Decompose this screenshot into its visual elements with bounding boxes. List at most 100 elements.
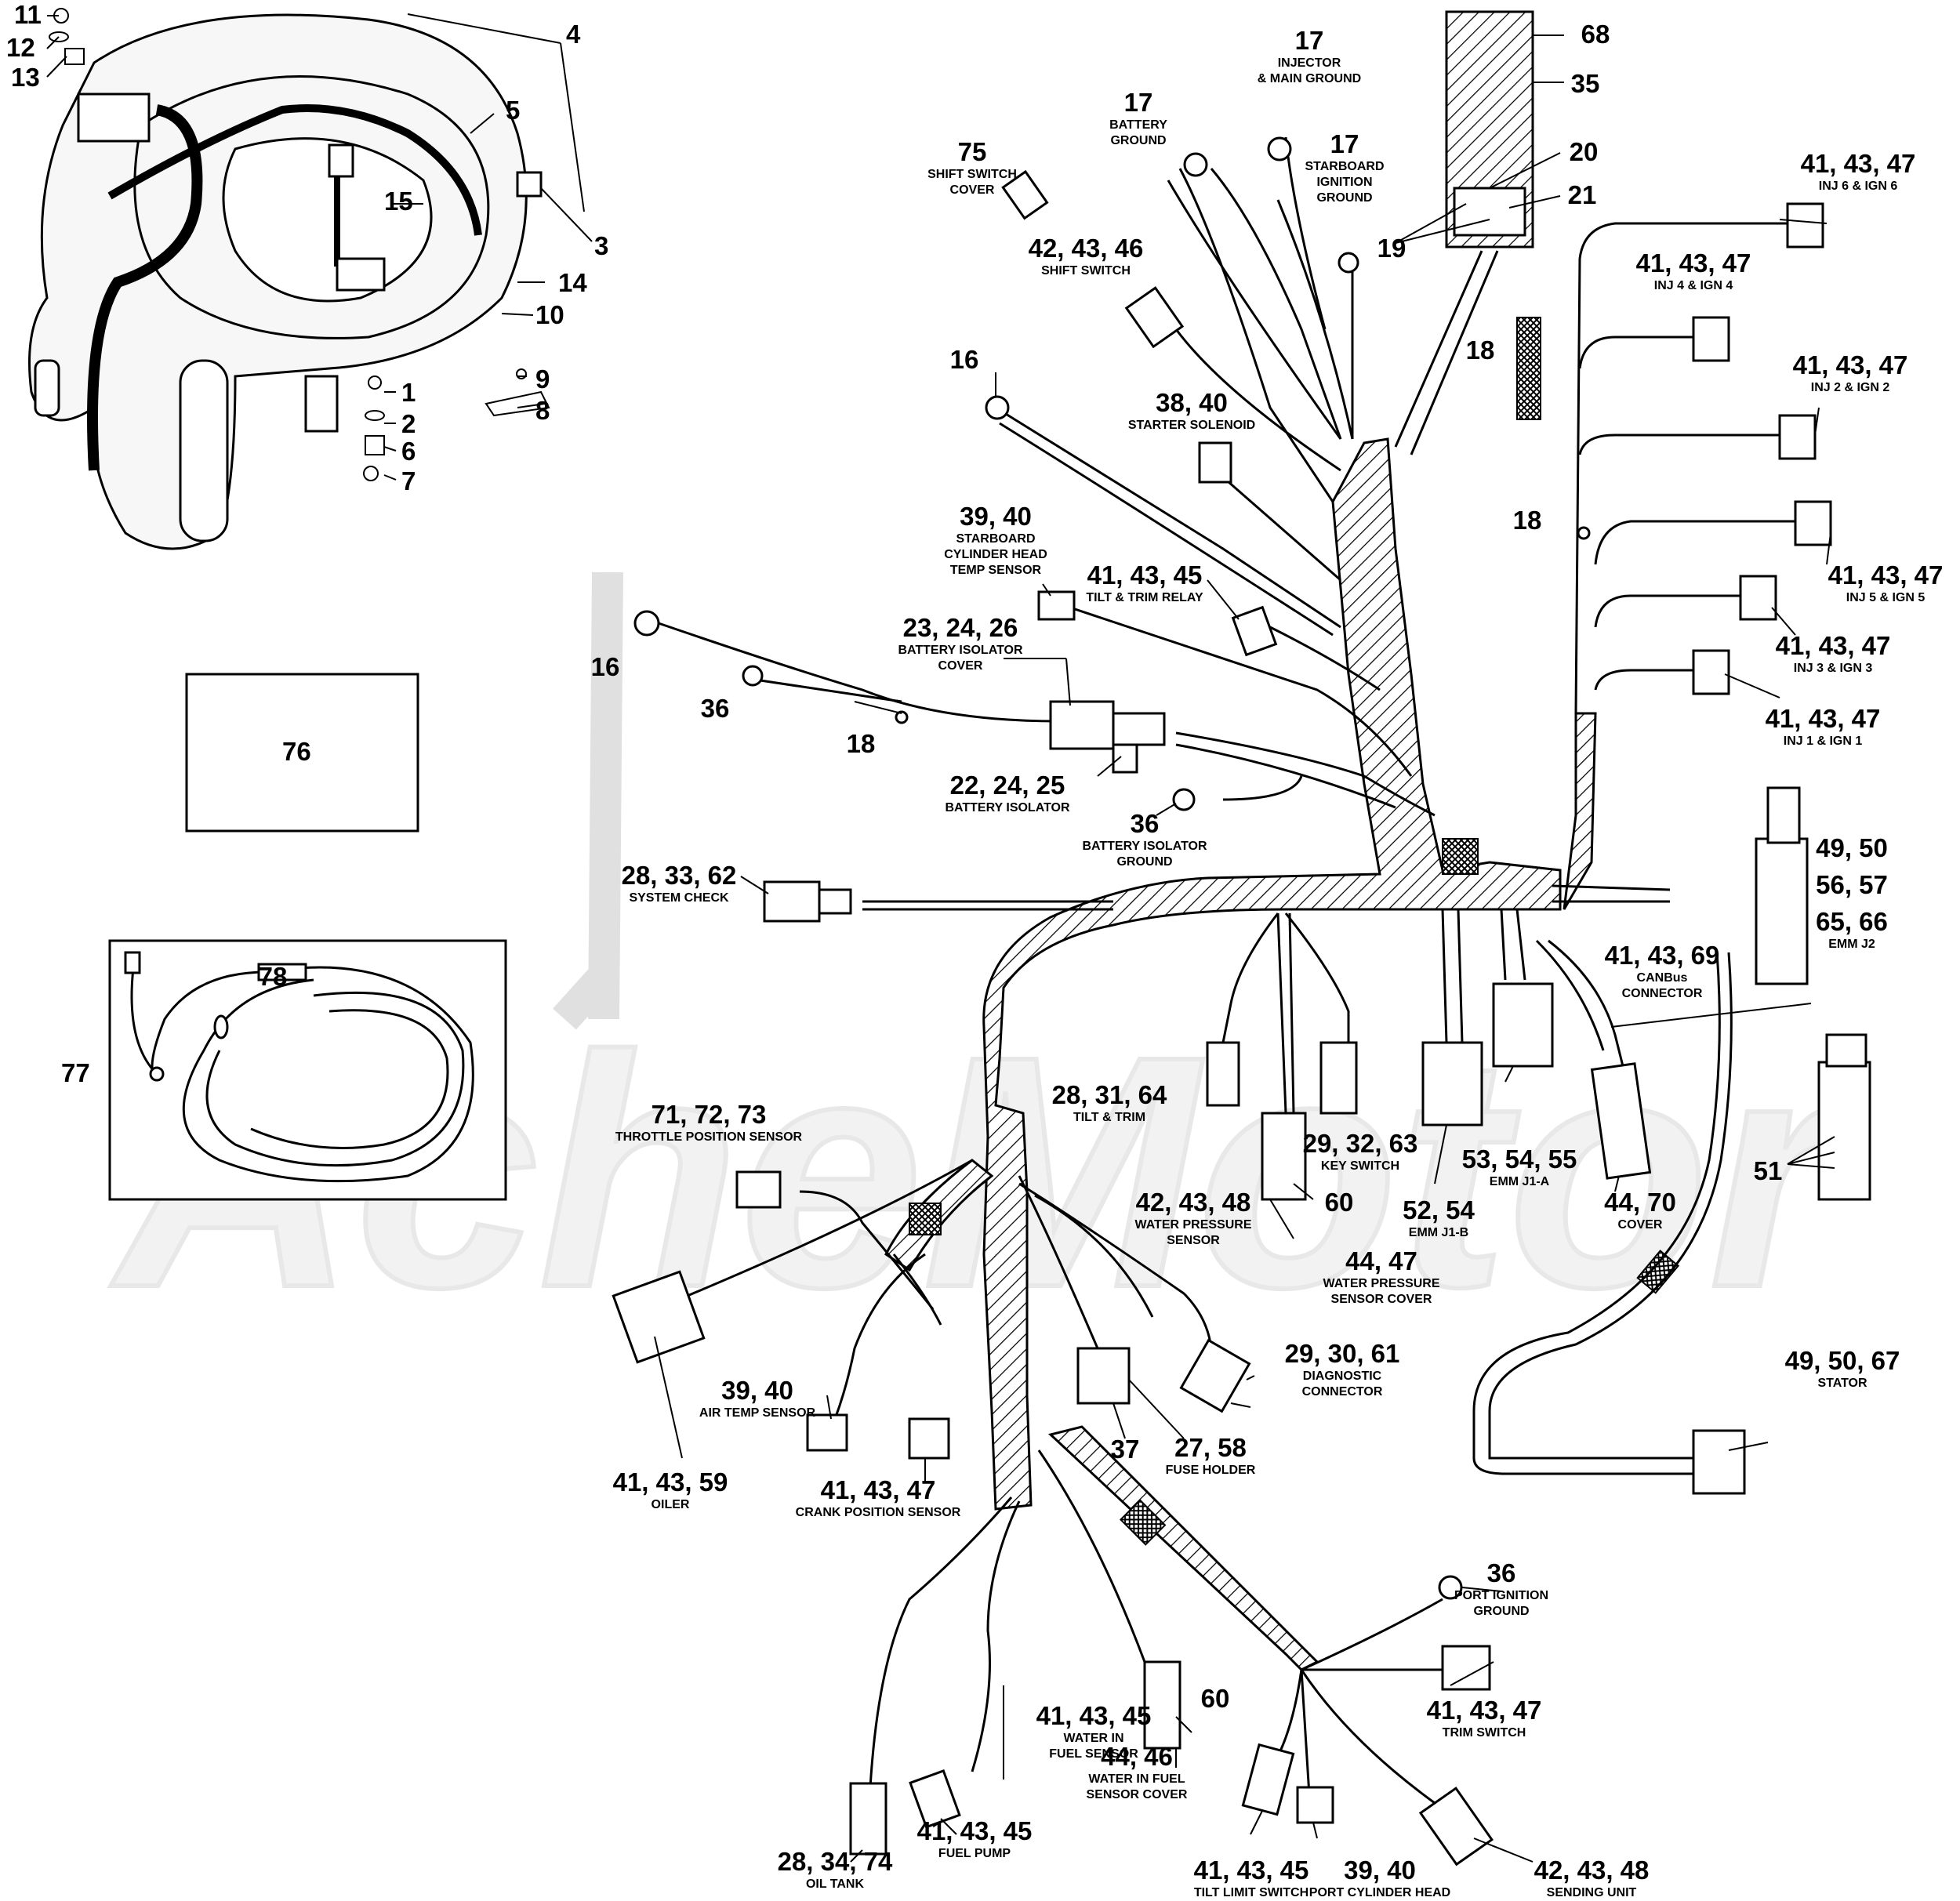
callout-c20: 20: [1570, 137, 1599, 166]
callout-number: 39, 40: [721, 1376, 793, 1405]
callout-number: 16: [950, 345, 979, 374]
callout-number: 52, 54: [1403, 1195, 1475, 1224]
callout-description: PORT IGNITION: [1454, 1589, 1548, 1602]
callout-number: 41, 43, 47: [821, 1475, 936, 1504]
callout-number: 51: [1754, 1156, 1783, 1185]
callout-c14: 14: [558, 268, 587, 297]
callout-c36a: 36: [701, 694, 730, 723]
callout-description: DIAGNOSTIC: [1303, 1370, 1382, 1383]
decal-box: [185, 673, 419, 833]
callout-description: INJECTOR: [1278, 56, 1341, 70]
callout-c35: 35: [1571, 69, 1600, 98]
callout-number: 27, 58: [1174, 1433, 1247, 1462]
overview-leader-lines: [46, 13, 593, 481]
callout-c7: 7: [401, 466, 416, 495]
callout-number: 22, 24, 25: [950, 771, 1065, 800]
callout-number: 56, 57: [1816, 870, 1888, 899]
callout-number: 68: [1581, 20, 1610, 49]
callout-description: BATTERY: [1109, 118, 1167, 132]
callout-leader-lines: [654, 34, 1835, 1863]
callout-number: 20: [1570, 137, 1599, 166]
callout-number: 44, 70: [1604, 1188, 1676, 1217]
callout-description: BATTERY ISOLATOR: [1082, 840, 1207, 853]
callout-description: INJ 2 & IGN 2: [1811, 381, 1890, 394]
callout-c11: 11: [14, 0, 42, 29]
callout-number: 4: [566, 20, 581, 49]
callout-description: COVER: [1618, 1218, 1663, 1232]
callout-description: SENSOR: [1167, 1234, 1220, 1247]
callout-c21: 21: [1568, 180, 1597, 209]
callout-c10: 10: [535, 300, 564, 329]
callout-number: 17: [1124, 88, 1153, 117]
callout-description: WATER PRESSURE: [1323, 1277, 1439, 1290]
callout-description: SENSOR COVER: [1087, 1788, 1188, 1801]
callout-number: 41, 43, 59: [613, 1467, 728, 1496]
callout-number: 41, 43, 47: [1801, 149, 1916, 178]
callout-c8: 8: [535, 396, 550, 425]
callout-c16a: 16: [950, 345, 979, 374]
callout-number: 14: [558, 268, 587, 297]
callout-number: 78: [259, 962, 288, 991]
callout-number: 10: [535, 300, 564, 329]
callout-number: 36: [1131, 809, 1160, 838]
callout-description: WATER PRESSURE: [1134, 1218, 1251, 1232]
callout-description: CYLINDER HEAD: [944, 548, 1047, 561]
callout-number: 8: [535, 396, 550, 425]
callout-description: SYSTEM CHECK: [629, 891, 729, 905]
callout-description: BATTERY ISOLATOR: [945, 801, 1070, 814]
callout-description: COVER: [950, 183, 995, 197]
callout-description: FUEL PUMP: [938, 1847, 1011, 1860]
callout-number: 41, 43, 69: [1605, 941, 1720, 970]
callout-number: 38, 40: [1156, 388, 1228, 417]
callout-description: TILT & TRIM RELAY: [1086, 591, 1203, 604]
callout-number: 2: [401, 409, 416, 438]
callout-description: INJ 6 & IGN 6: [1819, 180, 1898, 193]
callout-c9: 9: [535, 365, 550, 394]
callout-number: 12: [6, 33, 35, 62]
callout-description: FUEL SENSOR: [1049, 1747, 1138, 1761]
callout-description: WATER IN: [1063, 1732, 1123, 1745]
callout-description: INJ 3 & IGN 3: [1794, 662, 1873, 675]
callout-description: GROUND: [1116, 855, 1172, 869]
callout-c6: 6: [401, 437, 416, 466]
callout-number: 49, 50, 67: [1785, 1346, 1900, 1375]
callout-number: 60: [1201, 1684, 1230, 1713]
callout-description: INJ 4 & IGN 4: [1654, 279, 1733, 292]
callout-number: 5: [506, 96, 520, 125]
callout-number: 28, 31, 64: [1052, 1080, 1167, 1109]
extension-harness-illustration: [124, 951, 474, 1183]
callout-number: 19: [1377, 234, 1406, 263]
callout-description: GROUND: [1473, 1605, 1529, 1618]
callout-number: 42, 43, 48: [1534, 1856, 1650, 1885]
callout-number: 15: [384, 187, 413, 216]
callout-description: & MAIN GROUND: [1258, 72, 1361, 85]
callout-number: 41, 43, 47: [1828, 561, 1944, 590]
callout-number: 35: [1571, 69, 1600, 98]
callout-number: 41, 43, 47: [1636, 249, 1751, 278]
callout-number: 1: [401, 378, 416, 407]
callout-c60a: 60: [1325, 1188, 1354, 1217]
connectors: [612, 10, 1871, 1867]
callout-description: THROTTLE POSITION SENSOR: [615, 1130, 803, 1144]
